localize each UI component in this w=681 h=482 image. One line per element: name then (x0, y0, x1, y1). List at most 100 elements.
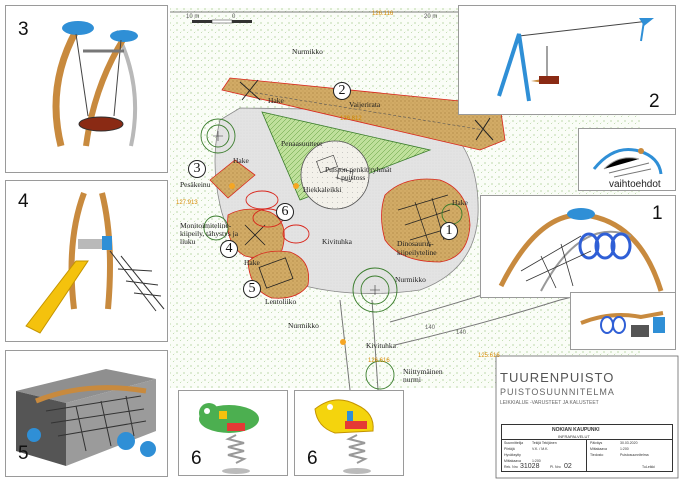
marker (229, 183, 235, 189)
panel-number: 6 (307, 448, 318, 469)
dino-alternative-2-illustration (580, 311, 665, 337)
green-spring-rider-illustration (199, 403, 259, 474)
panel-zipline: 2 (458, 5, 676, 115)
path-edge (339, 299, 379, 391)
registration-number: 31028 (520, 463, 540, 470)
hake-vaijerirata (221, 77, 506, 151)
title-block-frame (495, 355, 679, 479)
map-label: Hake (233, 156, 249, 165)
equipment-marker-2: 2 (333, 82, 351, 100)
hake-pesakeinu (209, 159, 256, 199)
hake-lentoliiko (247, 250, 309, 299)
tb-label: Suunnittelija (504, 441, 524, 445)
spring-toy-area (282, 224, 310, 244)
tb-value: 1:200 (620, 447, 629, 451)
tb-value: 1:200 (532, 459, 541, 463)
map-label: Kivituhka (366, 341, 396, 350)
map-label: Hiekkaleikki (303, 185, 342, 194)
dinosaur-climber-illustration (498, 208, 664, 292)
map-label: Niittymäinen (403, 367, 443, 376)
panel-dino-alternative: vaihtoehdot (578, 128, 676, 191)
sandbox-table (316, 154, 338, 174)
climbing-net (258, 257, 294, 289)
panel-number: 6 (191, 448, 202, 469)
scale-label: 126.116 (372, 11, 394, 17)
map-label: Penaasuutteet (281, 139, 323, 148)
elevation-label: 140 (425, 325, 436, 331)
dino-alternative-illustration (592, 148, 663, 178)
tb-label: Mittakaava (590, 447, 607, 451)
path-edge (394, 279, 641, 346)
wire-post (239, 79, 261, 101)
panel-nest-swing: 3 (5, 5, 168, 173)
panel-spring-rider-green: 6 (178, 390, 288, 476)
project-subtitle-2: LEIKKIALUE -VARUSTEET JA KALUSTEET (500, 400, 599, 406)
tree-center (213, 131, 380, 295)
drawing-code: TuLeikki (642, 465, 655, 469)
panel-number: 3 (18, 19, 29, 40)
zipline (249, 91, 485, 131)
map-label: Puiston penkit/ryhmät (325, 165, 392, 174)
climbing-illustration (16, 369, 156, 466)
tb-label: Hyväksytty (504, 453, 521, 457)
tb-value: V.K. / M.K. (532, 447, 549, 451)
panel-dinosaur-climber: 1 (480, 195, 676, 298)
sandbox (300, 140, 370, 210)
play-tower-illustration (25, 191, 165, 334)
panel-dino-alternative-2 (570, 292, 676, 350)
play-structure (244, 224, 266, 246)
map-label: Monitoimiteline- (180, 221, 232, 230)
scale-label: 0 (232, 14, 236, 20)
marker (340, 339, 346, 345)
scale-bar (192, 19, 252, 24)
scale-label: 20 m (424, 14, 438, 20)
yellow-spring-rider-illustration (314, 399, 374, 474)
alternatives-label: vaihtoehdot (609, 179, 661, 190)
nest-swing-illustration (52, 21, 138, 147)
panel-spring-rider-yellow: 6 (294, 390, 404, 476)
equipment-marker-6: 6 (276, 203, 294, 221)
tb-label: Rek. Nro (504, 465, 518, 469)
department: INFRAPALVELUT (558, 434, 590, 439)
tb-label: Pl. Nro (550, 465, 561, 469)
panel-number: 2 (649, 91, 660, 112)
map-label: Nurmikko (288, 321, 319, 330)
map-label: kiipeilyteline (397, 248, 437, 257)
map-label: Pesäkeinu (180, 180, 211, 189)
scale-label: 10 m (186, 14, 200, 20)
map-label: Kivituhka (322, 237, 352, 246)
panel-number: 4 (18, 191, 29, 212)
tb-value: Tekijä Tekijänen (532, 441, 557, 445)
equipment-marker-1: 1 (440, 222, 458, 240)
map-label: Hake (244, 258, 260, 267)
map-label: liuku (180, 237, 196, 246)
map-label: nurmi (403, 375, 421, 384)
title-table: NOKIAN KAUPUNKI INFRAPALVELUT Suunnittel… (501, 424, 673, 472)
tb-value: 30.03.2020 (620, 441, 638, 445)
map-label: + puistoss (335, 173, 366, 182)
zipline-illustration (497, 18, 654, 102)
map-label: Nurmikko (395, 275, 426, 284)
project-title: TUURENPUISTO (500, 370, 615, 385)
map-label: Hake (452, 198, 468, 207)
tb-label: Piirtäjä (504, 447, 515, 451)
tb-label: Tiedosto (590, 453, 604, 457)
equipment-marker-3: 3 (188, 160, 206, 178)
equipment-marker-5: 5 (243, 280, 261, 298)
panel-play-tower: 4 (5, 180, 168, 342)
tb-label: Päiväys (590, 441, 603, 445)
hake-dinosaurus (381, 178, 471, 263)
plan-number: 02 (564, 463, 572, 470)
dino-climber (397, 194, 451, 248)
elevation-label: 127.913 (176, 200, 198, 206)
map-label: kiipeily, tähystys ja (180, 229, 239, 238)
map-label: Hake (268, 96, 284, 105)
marker (293, 183, 299, 189)
title-block: TUURENPUISTO PUISTOSUUNNITELMA LEIKKIALU… (496, 358, 677, 476)
elevation-label: 140 (456, 330, 467, 336)
panel-number: 5 (18, 443, 29, 464)
elevation-label: 126.616 (368, 358, 390, 364)
project-subtitle: PUISTOSUUNNITELMA (500, 387, 615, 397)
map-label: Vaijerirata (349, 100, 381, 109)
